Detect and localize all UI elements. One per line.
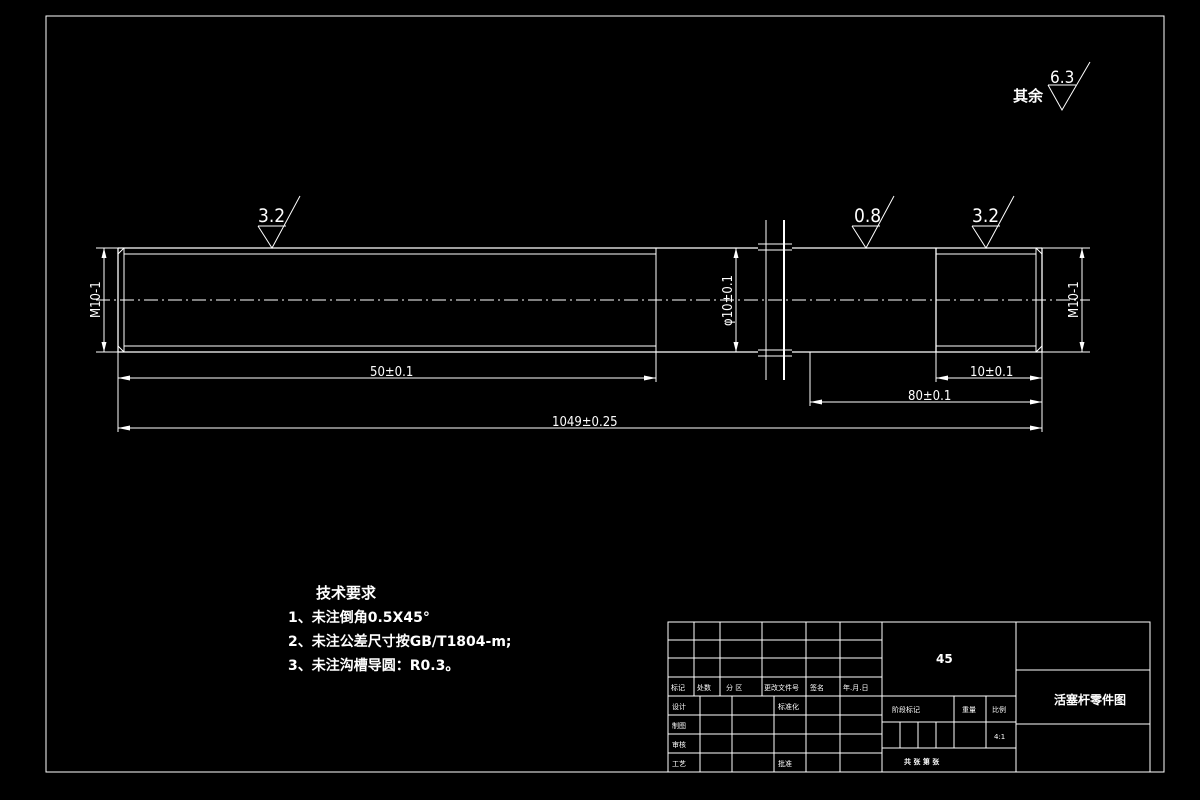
svg-text:更改文件号: 更改文件号 <box>764 683 799 692</box>
dim-10: 10±0.1 <box>935 352 1043 432</box>
sheet-border <box>34 2 1164 798</box>
svg-text:设计: 设计 <box>672 702 686 711</box>
general-roughness-value: 6.3 <box>1050 68 1074 88</box>
dim-m10-left: M10-1 <box>89 247 118 353</box>
dim-diameter: φ10±0.1 <box>721 247 758 353</box>
svg-text:工艺: 工艺 <box>672 760 686 768</box>
dim-50: 50±0.1 <box>117 352 657 432</box>
svg-text:50±0.1: 50±0.1 <box>370 365 413 380</box>
outer-border <box>45 15 1165 773</box>
dim-80: 80±0.1 <box>810 389 1042 405</box>
material-value: 45 <box>936 652 953 666</box>
svg-text:1049±0.25: 1049±0.25 <box>552 415 618 430</box>
shaft-right-section <box>792 247 1043 406</box>
title-block: 标记 处数 分 区 更改文件号 签名 年.月.日 设计 标准化 制图 审核 工艺… <box>667 621 1151 773</box>
svg-text:分 区: 分 区 <box>726 683 742 692</box>
tech-item-2: 2、未注公差尺寸按GB/T1804-m; <box>288 633 512 650</box>
scale-value: 4:1 <box>994 733 1005 741</box>
svg-text:标准化: 标准化 <box>778 702 799 711</box>
part-name: 活塞杆零件图 <box>1054 692 1126 707</box>
svg-text:处数: 处数 <box>697 683 711 692</box>
tech-requirements: 技术要求 1、未注倒角0.5X45° 2、未注公差尺寸按GB/T1804-m; … <box>288 584 512 674</box>
dim-m10-right: M10-1 <box>1042 247 1090 353</box>
tech-title: 技术要求 <box>316 584 377 602</box>
svg-text:制图: 制图 <box>672 721 686 730</box>
svg-text:比例: 比例 <box>992 705 1006 714</box>
svg-text:0.8: 0.8 <box>854 205 881 227</box>
svg-text:重量: 重量 <box>962 706 976 714</box>
shaft-left-section <box>117 247 758 353</box>
svg-text:M10-1: M10-1 <box>1067 281 1082 318</box>
svg-text:10±0.1: 10±0.1 <box>970 365 1013 380</box>
svg-text:80±0.1: 80±0.1 <box>908 389 951 404</box>
tech-item-1: 1、未注倒角0.5X45° <box>288 609 430 626</box>
svg-text:φ10±0.1: φ10±0.1 <box>721 275 736 326</box>
svg-text:审核: 审核 <box>672 740 686 749</box>
general-roughness-prefix: 其余 <box>1013 87 1044 105</box>
svg-text:批准: 批准 <box>778 759 792 768</box>
roughness-mid: 0.8 <box>851 195 895 249</box>
roughness-right: 3.2 <box>971 195 1015 249</box>
svg-text:签名: 签名 <box>810 683 824 692</box>
dim-1049: 1049±0.25 <box>118 415 1042 431</box>
svg-text:年.月.日: 年.月.日 <box>843 683 868 692</box>
svg-text:共 张 第 张: 共 张 第 张 <box>904 757 940 766</box>
svg-text:M10-1: M10-1 <box>89 281 104 318</box>
general-roughness: 其余 6.3 <box>1013 61 1091 112</box>
roughness-left: 3.2 <box>257 195 301 249</box>
svg-text:3.2: 3.2 <box>258 205 285 227</box>
tech-item-3: 3、未注沟槽导圆：R0.3。 <box>288 657 459 674</box>
svg-text:3.2: 3.2 <box>972 205 999 227</box>
break-symbol <box>758 220 792 380</box>
svg-text:标记: 标记 <box>671 683 685 692</box>
svg-text:阶段标记: 阶段标记 <box>892 705 920 714</box>
